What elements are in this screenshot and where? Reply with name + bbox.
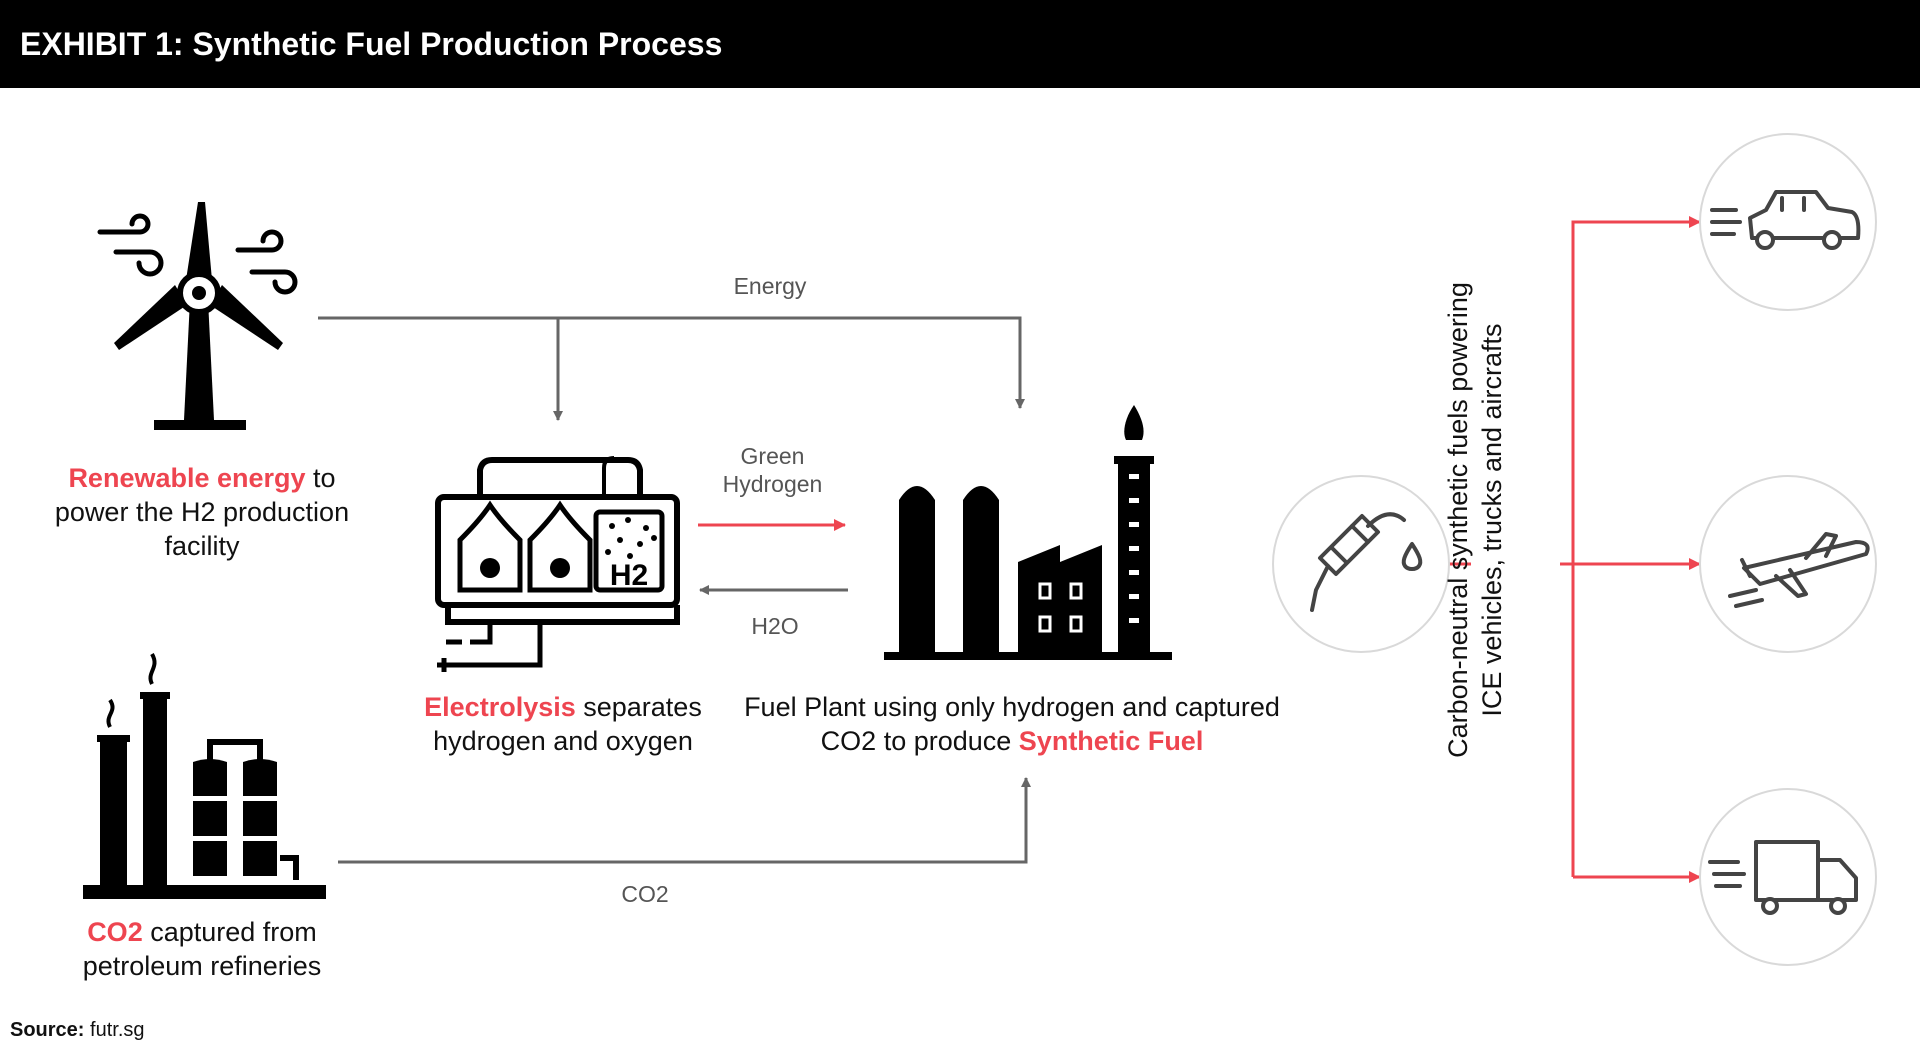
renewable-energy-highlight: Renewable energy bbox=[68, 463, 306, 493]
fuel-plant-text: Fuel Plant using only hydrogen and captu… bbox=[744, 692, 1280, 756]
page-title: EXHIBIT 1: Synthetic Fuel Production Pro… bbox=[20, 26, 723, 62]
renewable-energy-text: to power the H2 production facility bbox=[54, 463, 350, 561]
refinery-icon bbox=[83, 653, 326, 899]
fuel-nozzle-icon bbox=[1272, 475, 1450, 653]
fuel-plant-icon bbox=[884, 405, 1172, 660]
energy-flow-label: Energy bbox=[733, 273, 807, 299]
renewable-energy-caption: Renewable energy to power the H2 product… bbox=[42, 461, 362, 563]
fuel-plant-caption: Fuel Plant using only hydrogen and captu… bbox=[742, 690, 1282, 758]
co2-flow-label: CO2 bbox=[621, 881, 669, 907]
truck-icon bbox=[1699, 788, 1877, 966]
source-label: Source: bbox=[10, 1019, 85, 1041]
energy-flow-arrows bbox=[318, 316, 1025, 421]
electrolyzer-icon: H2 bbox=[435, 456, 680, 672]
electrolysis-caption: Electrolysis separates hydrogen and oxyg… bbox=[403, 690, 723, 758]
output-branch-arrows bbox=[1449, 216, 1701, 883]
electrolysis-highlight: Electrolysis bbox=[424, 692, 576, 722]
synthetic-fuel-highlight: Synthetic Fuel bbox=[1018, 726, 1204, 756]
co2-source-highlight: CO2 bbox=[87, 917, 143, 947]
usage-caption: Carbon-neutral synthetic fuels powering … bbox=[1443, 282, 1507, 758]
h2o-flow-label: H2O bbox=[751, 613, 799, 639]
source-note: Source: futr.sg bbox=[10, 1018, 145, 1042]
green-hydrogen-label: Green Hydrogen bbox=[722, 443, 823, 497]
h2-icon-label: H2 bbox=[610, 559, 648, 592]
wind-turbine-icon bbox=[97, 202, 298, 430]
co2-flow-arrow bbox=[338, 777, 1031, 864]
header-bar: EXHIBIT 1: Synthetic Fuel Production Pro… bbox=[0, 0, 1920, 88]
airplane-icon bbox=[1699, 475, 1877, 653]
source-value: futr.sg bbox=[90, 1019, 145, 1041]
co2-source-text: captured from petroleum refineries bbox=[82, 917, 322, 981]
co2-source-caption: CO2 captured from petroleum refineries bbox=[62, 915, 342, 983]
car-icon bbox=[1699, 133, 1877, 311]
electrolysis-text: separates hydrogen and oxygen bbox=[433, 692, 702, 756]
